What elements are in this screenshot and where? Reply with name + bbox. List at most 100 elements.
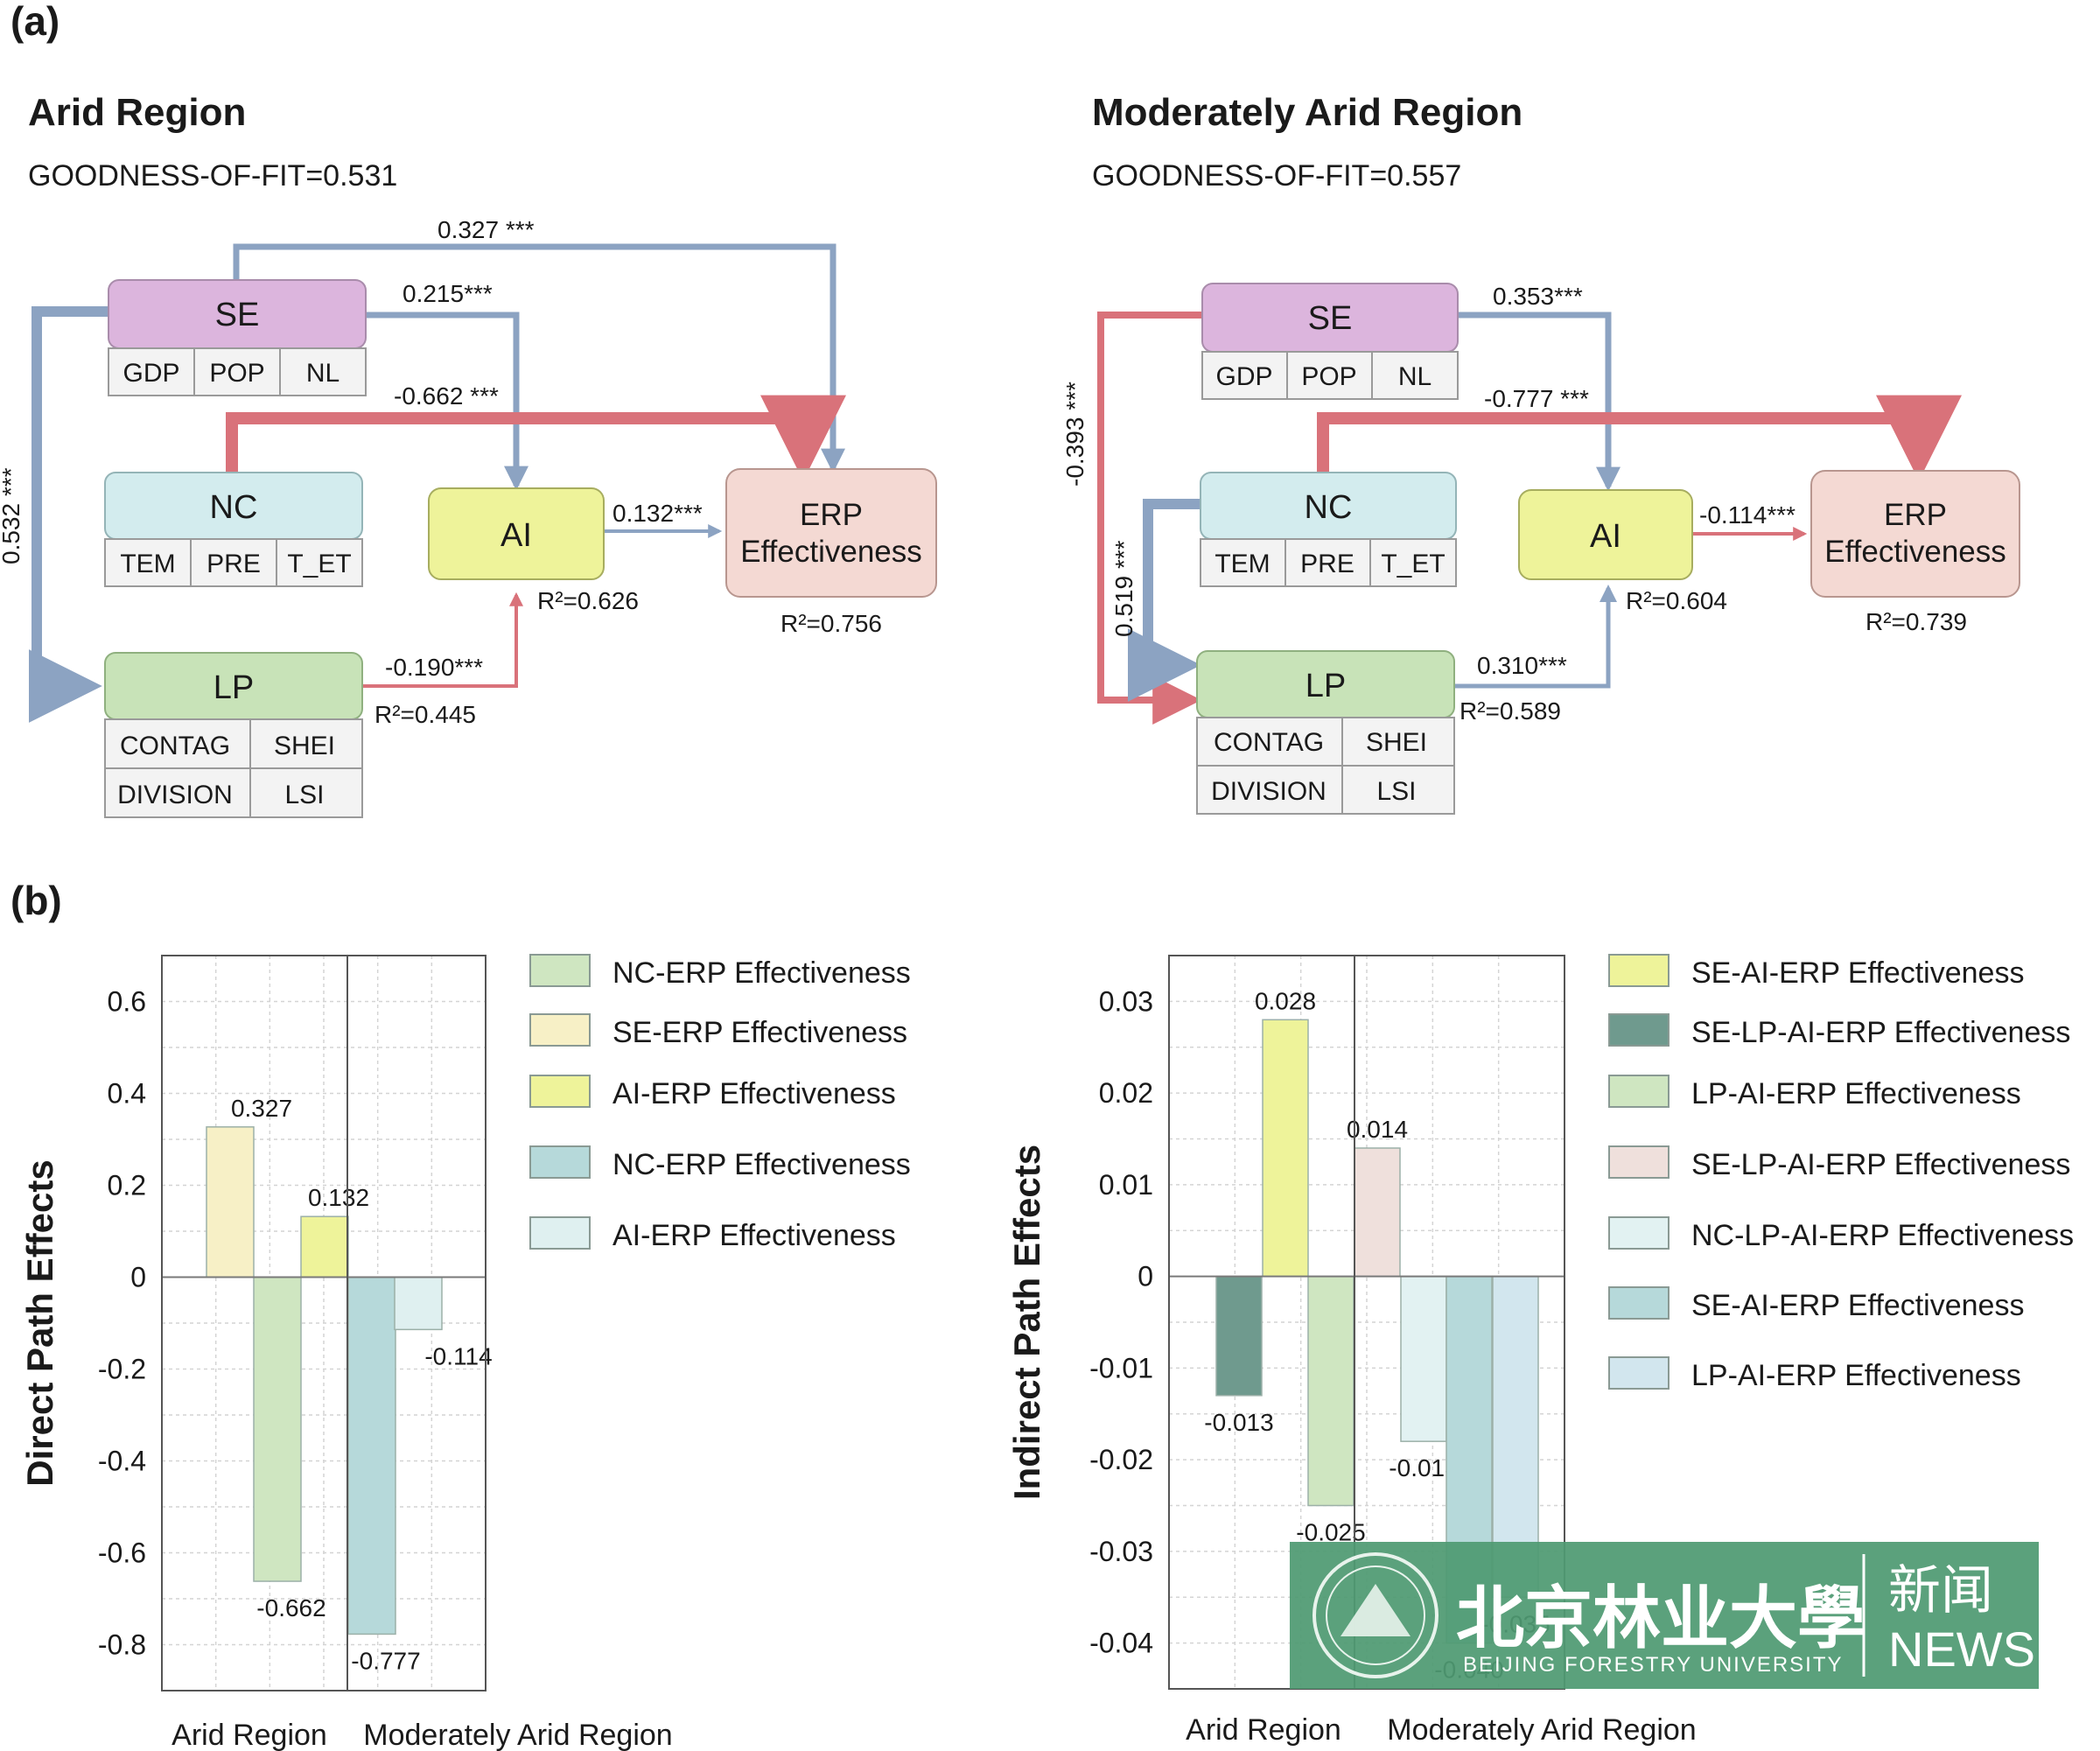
bar-value-label: 0.132 — [308, 1184, 369, 1211]
moderate-path-nc-lp — [1127, 499, 1201, 702]
arid-nc-subtable — [104, 538, 363, 587]
x-category-label: Arid Region — [1186, 1713, 1341, 1747]
moderate-ai-r2: R²=0.604 — [1626, 587, 1727, 614]
moderate-path-lp-ai — [1454, 585, 1617, 689]
y-tick-label: 0.02 — [1099, 1077, 1153, 1109]
moderate-se-label: SE — [1308, 300, 1353, 337]
moderate-coef-ai-erp: -0.114*** — [1699, 501, 1796, 529]
y-tick-label: 0 — [1138, 1261, 1153, 1292]
moderate-lp-label: LP — [1306, 668, 1346, 704]
bar — [394, 1276, 443, 1331]
y-tick-label: -0.6 — [98, 1537, 146, 1569]
arid-path-se-lp — [28, 306, 108, 723]
y-tick-label: -0.4 — [98, 1446, 146, 1477]
arid-coef-ai-erp: 0.132*** — [612, 500, 703, 527]
arid-lp-label: LP — [214, 669, 254, 706]
bar-value-label: 0.014 — [1347, 1116, 1408, 1143]
moderate-ai-box — [1518, 489, 1693, 580]
legend-swatch — [529, 1013, 591, 1047]
bar — [253, 1276, 302, 1582]
arid-coef-se-erp: 0.327 *** — [438, 216, 535, 243]
bar — [1307, 1275, 1354, 1507]
arid-lp-sub-contag: CONTAG — [120, 732, 230, 760]
arid-lp-r2: R²=0.445 — [374, 701, 476, 728]
arid-nc-label: NC — [210, 489, 258, 526]
y-tick-label: 0.01 — [1099, 1169, 1153, 1201]
moderate-path-se-ai — [1457, 312, 1620, 492]
y-axis-label: Direct Path Effects — [19, 1159, 60, 1486]
arid-nc-sub-pre: PRE — [206, 550, 261, 578]
bar — [347, 1276, 396, 1635]
y-tick-label: -0.03 — [1089, 1536, 1153, 1567]
moderate-nc-sub-tet: T_ET — [1381, 550, 1445, 578]
moderate-title: Moderately Arid Region — [1092, 91, 1522, 134]
legend-entry: SE-LP-AI-ERP Effectiveness — [1691, 1148, 2070, 1181]
legend-entry: NC-ERP Effectiveness — [612, 1148, 911, 1181]
bar-value-label: 0.327 — [231, 1095, 292, 1122]
moderate-se-sub-pop: POP — [1301, 362, 1356, 391]
moderate-lp-sub-lsi: LSI — [1376, 777, 1416, 806]
moderate-erp-label-1: ERP — [1884, 498, 1947, 532]
moderate-coef-se-ai: 0.353*** — [1493, 283, 1583, 310]
legend-entry: SE-LP-AI-ERP Effectiveness — [1691, 1016, 2070, 1049]
moderate-nc-subtable — [1200, 538, 1457, 587]
moderate-coef-nc-erp: -0.777 *** — [1484, 385, 1589, 412]
arid-coef-se-lp: 0.532 *** — [0, 467, 24, 564]
arid-path-nc-erp — [226, 395, 846, 481]
legend-entry: AI-ERP Effectiveness — [612, 1077, 896, 1110]
arid-path-se-erp — [233, 243, 845, 473]
legend-swatch — [1608, 1075, 1670, 1108]
y-tick-label: -0.2 — [98, 1354, 146, 1385]
arid-lp-sub-division: DIVISION — [117, 781, 233, 809]
arid-erp-label-2: Effectiveness — [740, 535, 922, 569]
bar — [1354, 1147, 1401, 1278]
moderate-coef-se-lp: -0.393 *** — [1061, 382, 1088, 487]
legend-entry: SE-ERP Effectiveness — [612, 1016, 907, 1049]
arid-se-sub-pop: POP — [209, 359, 264, 388]
watermark-news-en: NEWS — [1888, 1621, 2035, 1677]
direct-effects-chart: 0.327-0.6620.132-0.777-0.1140.60.40.20-0… — [19, 954, 911, 1751]
moderate-se-subtable — [1201, 351, 1459, 400]
arid-se-sub-nl: NL — [306, 359, 340, 388]
arid-ai-box — [428, 487, 605, 580]
arid-path-lp-ai — [363, 592, 523, 688]
moderate-ai-label: AI — [1590, 518, 1621, 555]
arid-erp-label-1: ERP — [800, 498, 863, 532]
y-tick-label: 0.2 — [108, 1170, 146, 1201]
arid-lp-sub-lsi: LSI — [284, 781, 324, 809]
legend-entry: AI-ERP Effectiveness — [612, 1219, 896, 1252]
legend-swatch — [1608, 1216, 1670, 1250]
y-tick-label: 0 — [130, 1262, 146, 1293]
indirect-effects-chart: -0.0130.028-0.0250.014-0.018-0.040-0.035… — [1006, 954, 2074, 1747]
arid-erp-r2: R²=0.756 — [780, 610, 882, 637]
arid-lp-sub-shei: SHEI — [274, 732, 335, 760]
panel-a-label: (a) — [10, 0, 60, 44]
moderate-lp-sub-division: DIVISION — [1211, 777, 1326, 806]
bar-value-label: 0.028 — [1255, 987, 1316, 1014]
arid-ai-r2: R²=0.626 — [537, 587, 639, 614]
legend-entry: LP-AI-ERP Effectiveness — [1691, 1077, 2021, 1110]
bar — [1262, 1019, 1309, 1278]
moderate-nc-sub-pre: PRE — [1300, 550, 1354, 578]
arid-se-label: SE — [215, 297, 260, 333]
moderate-erp-label-2: Effectiveness — [1824, 535, 2006, 569]
moderate-goodness-of-fit: GOODNESS-OF-FIT=0.557 — [1092, 159, 1461, 193]
arid-coef-nc-erp: -0.662 *** — [394, 382, 499, 410]
watermark: 北京林业大學 BEIJING FORESTRY UNIVERSITY 新闻 NE… — [1290, 1542, 2039, 1689]
moderate-lp-sub-shei: SHEI — [1366, 728, 1427, 757]
watermark-cn-name: 北京林业大學 — [1456, 1579, 1866, 1658]
bar-value-label: -0.013 — [1204, 1409, 1273, 1436]
arid-diagram: Arid Region GOODNESS-OF-FIT=0.531 SE GDP… — [0, 91, 937, 818]
arid-coef-se-ai: 0.215*** — [402, 280, 493, 307]
legend-swatch — [529, 1145, 591, 1179]
moderate-nc-label: NC — [1305, 489, 1353, 526]
moderate-diagram: Moderately Arid Region GOODNESS-OF-FIT=0… — [1061, 91, 2020, 815]
moderate-coef-lp-ai: 0.310*** — [1477, 652, 1567, 679]
moderate-erp-box — [1810, 470, 2020, 598]
bar — [300, 1215, 349, 1278]
x-category-label: Moderately Arid Region — [1387, 1713, 1696, 1747]
panel-b-label: (b) — [10, 878, 62, 923]
arid-ai-label: AI — [500, 517, 532, 554]
arid-erp-box — [725, 468, 937, 598]
